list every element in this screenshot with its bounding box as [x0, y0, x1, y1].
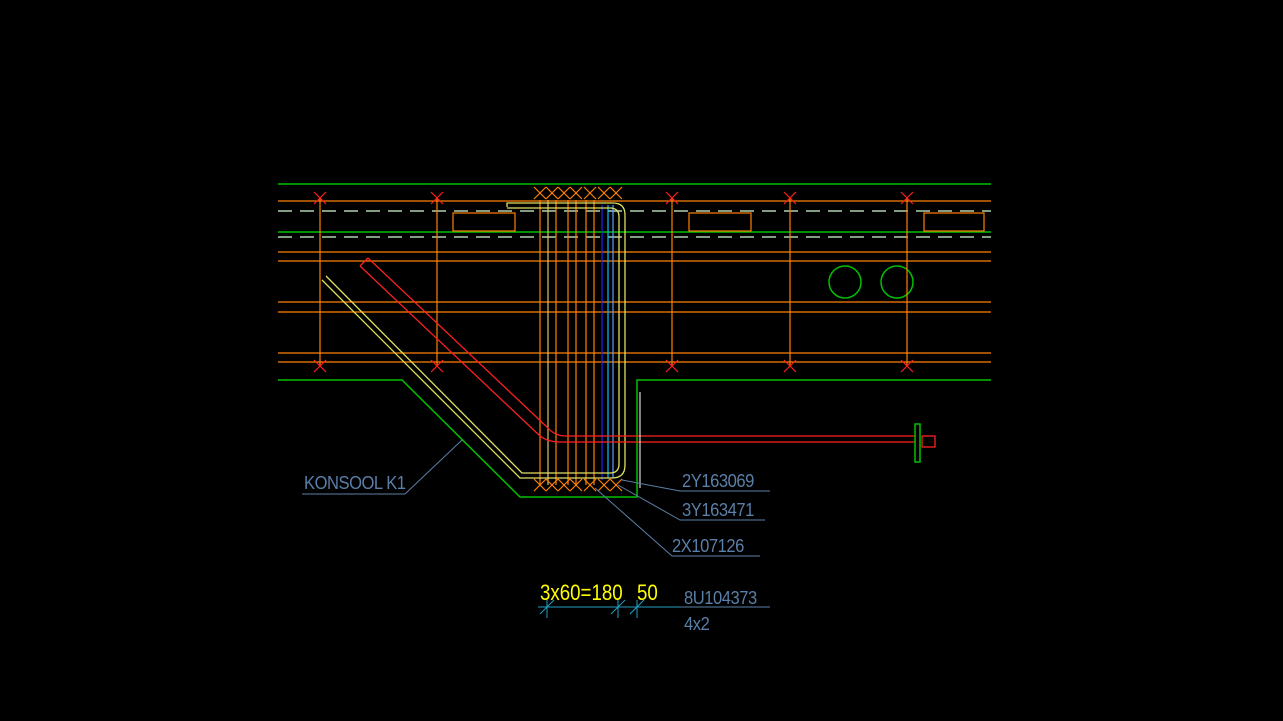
cross-mark [665, 191, 679, 205]
cross-mark [533, 186, 547, 200]
label-bar-2y163069: 2Y163069 [682, 471, 754, 491]
concrete-outline [278, 183, 991, 498]
cross-mark [430, 191, 444, 205]
cross-mark [569, 478, 583, 492]
cross-mark [609, 186, 623, 200]
cross-mark [900, 191, 914, 205]
cross-mark [313, 191, 327, 205]
cross-mark [583, 186, 597, 200]
dashed-lines [278, 210, 991, 238]
cross-mark [557, 478, 571, 492]
label-bar-2x107126: 2X107126 [672, 536, 744, 556]
dimension-line [538, 599, 680, 618]
dimension-edge: 50 [637, 580, 658, 605]
cross-mark [557, 186, 571, 200]
bottom-crosses [533, 186, 623, 492]
label-bar-quantity: 4x2 [684, 614, 710, 634]
label-konsool: KONSOOL K1 [304, 473, 406, 493]
cross-mark [665, 359, 679, 373]
cross-mark [783, 359, 797, 373]
vertical-stirrups [539, 200, 614, 485]
label-bar-8u104373: 8U104373 [684, 588, 757, 608]
cross-mark [597, 478, 611, 492]
rebar-yellow [321, 202, 626, 479]
leader-lines [302, 439, 770, 608]
cross-mark [583, 478, 597, 492]
anchor-plate [914, 423, 921, 463]
longitudinal-bars [278, 198, 991, 366]
cross-mark [545, 186, 559, 200]
cross-mark [313, 359, 327, 373]
rebar-red [359, 257, 936, 448]
cross-mark [545, 478, 559, 492]
cross-mark [609, 478, 623, 492]
cross-mark [430, 359, 444, 373]
cross-mark [900, 359, 914, 373]
dimension-spacing: 3x60=180 [540, 580, 623, 605]
cross-mark [569, 186, 583, 200]
red-cross-marks [313, 191, 914, 373]
cross-mark [783, 191, 797, 205]
cross-mark [533, 478, 547, 492]
label-bar-3y163471: 3Y163471 [682, 500, 754, 520]
cross-mark [597, 186, 611, 200]
